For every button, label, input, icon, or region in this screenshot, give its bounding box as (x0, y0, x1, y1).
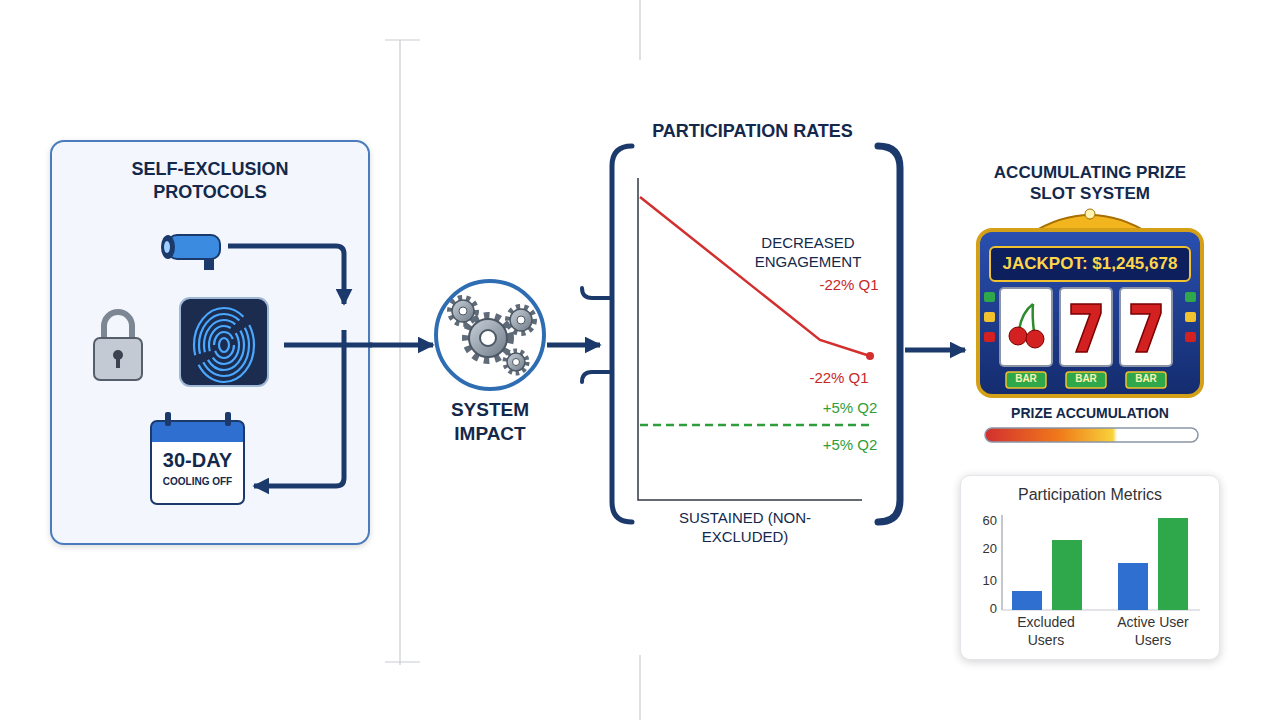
calendar-caption: COOLING OFF (152, 476, 243, 489)
bracket (878, 146, 900, 522)
side-button (984, 292, 995, 302)
frame-line (639, 0, 640, 60)
panel-heading: SELF-EXCLUSION PROTOCOLS (110, 158, 310, 203)
side-button (984, 332, 995, 342)
impact-label: SYSTEM IMPACT (433, 398, 547, 446)
sustained-line (640, 424, 872, 427)
bracket (612, 146, 632, 522)
bar-plate (1006, 372, 1046, 388)
chart-annotation: SUSTAINED (NON-EXCLUDED) (660, 509, 830, 547)
reel (1060, 288, 1112, 366)
flow-arrow (547, 343, 600, 348)
frame-line (399, 40, 400, 665)
cherry (1026, 330, 1044, 348)
side-button (984, 312, 995, 322)
line-end-dot (866, 352, 874, 360)
progress-bar (985, 428, 1198, 442)
frame-line (385, 39, 420, 40)
reel-symbol: BAR (1066, 373, 1106, 386)
seven-symbol (1131, 304, 1161, 352)
gear-body (469, 319, 507, 357)
slot-machine (978, 209, 1202, 396)
bar-plate (1126, 372, 1166, 388)
gear-icon (450, 298, 534, 373)
circle-outline (433, 280, 547, 392)
chart-band: PARTICIPATION RATES (600, 115, 905, 525)
change-value: +5% Q2 (816, 436, 884, 455)
gear-hole (459, 307, 467, 315)
reel-symbol: BAR (1126, 373, 1166, 386)
bar-plate (1066, 372, 1106, 388)
gear-hole (517, 316, 525, 324)
side-button (1185, 312, 1196, 322)
slot-heading: ACCUMULATING PRIZE SLOT SYSTEM (975, 162, 1205, 205)
gear-teeth (508, 307, 534, 333)
frame-line (385, 661, 420, 662)
protocol-panel: SELF-EXCLUSION PROTOCOLS 30-DAY COOLING OF… (50, 140, 370, 545)
cherry (1009, 327, 1027, 345)
chart-axis (638, 178, 862, 500)
gear-body (510, 309, 532, 331)
seven-symbol (1071, 304, 1101, 352)
bracket-stub (582, 288, 612, 298)
progress-caption: PRIZE ACCUMULATION (965, 405, 1215, 423)
side-button (1185, 292, 1196, 302)
metrics-card: Participation Metrics (960, 475, 1220, 660)
calendar-days: 30-DAY (152, 448, 243, 473)
machine-body (978, 230, 1202, 396)
bracket-stub (582, 372, 612, 382)
decline-line (640, 197, 870, 356)
chart-annotation: DECREASED ENGAGEMENT (748, 234, 868, 272)
machine-light (1085, 209, 1095, 219)
gear-hole (513, 359, 520, 366)
slot-system: ACCUMULATING PRIZE SLOT SYSTEM JACKPOT: $… (965, 155, 1215, 445)
card-heading: Participation Metrics (961, 485, 1219, 505)
calendar-box: 30-DAY COOLING OFF (150, 420, 245, 505)
chart-heading: PARTICIPATION RATES (600, 120, 905, 143)
side-button (1185, 332, 1196, 342)
impact-circle: SYSTEM IMPACT (433, 280, 547, 445)
flow-arrow (905, 348, 965, 353)
gear-teeth (466, 316, 510, 360)
reel-symbol: BAR (1006, 373, 1046, 386)
reel (1000, 288, 1052, 366)
gear-body (507, 353, 525, 371)
gear-teeth (450, 298, 476, 324)
gear-body (452, 300, 474, 322)
circle-outline (436, 281, 544, 389)
jackpot-display (990, 247, 1190, 281)
gear-hole (480, 330, 496, 346)
change-value: +5% Q2 (816, 399, 884, 418)
gear-teeth (505, 351, 527, 373)
reel (1120, 288, 1172, 366)
frame-line (639, 655, 640, 720)
flow-arrow (370, 343, 433, 348)
change-value: -22% Q1 (813, 276, 885, 295)
change-value: -22% Q1 (803, 369, 875, 388)
jackpot-amount: JACKPOT: $1,245,678 (990, 253, 1190, 274)
